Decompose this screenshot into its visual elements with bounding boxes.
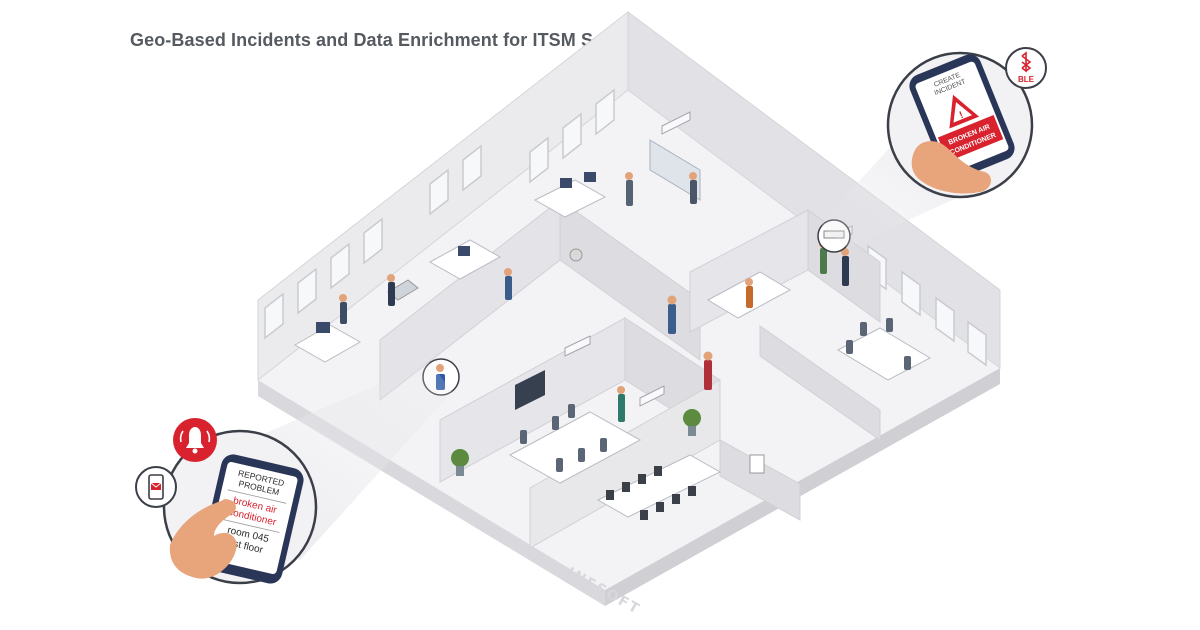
people <box>339 172 911 472</box>
bluetooth-icon <box>1021 51 1032 73</box>
ble-badge: BLE <box>1005 47 1047 89</box>
phone-mail-icon <box>148 474 164 500</box>
furniture <box>293 111 932 520</box>
alarm-bell-badge <box>173 418 217 462</box>
left-phone-callout: REPORTED PROBLEM broken air conditioner … <box>162 429 318 585</box>
svg-text:!: ! <box>958 110 965 121</box>
page-title: Geo-Based Incidents and Data Enrichment … <box>130 30 658 50</box>
ble-label: BLE <box>1018 75 1035 84</box>
windows <box>264 88 987 367</box>
right-phone-callout: CREATE INCIDENT ! BROKEN AIR CONDITIONER <box>886 51 1034 199</box>
alarm-bell-icon <box>186 427 204 448</box>
phone-mail-badge <box>135 466 177 508</box>
